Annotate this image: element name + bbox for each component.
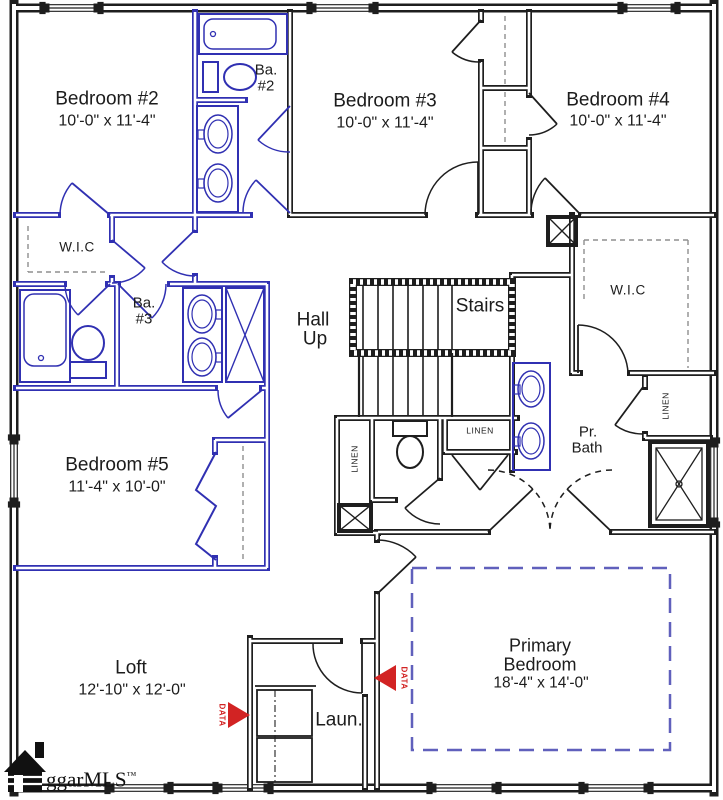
vanity-primary-bath [512,362,551,471]
shower-primary-bath [648,440,710,528]
plumbing-walls [13,9,270,571]
bedroom5-dims: 11'-4" x 10'-0" [68,478,166,496]
vanity-bath3 [182,287,223,383]
fixtures-black [255,215,710,783]
toilet-bath3 [69,325,107,379]
toilet-hall [392,420,428,469]
data-marker-right-label: DATA [399,666,409,690]
bath3-label-line2: #3 [135,310,153,328]
vanity-bath2 [196,105,239,213]
primary-bath-label-line2: Bath [571,439,603,457]
wic-left-label: W.I.C [59,239,95,255]
loft-label: Loft [115,657,147,679]
mls-logo-trademark: ™ [126,770,137,782]
data-triangle-right [374,665,396,691]
bifold-closet-doors [194,451,218,561]
mls-logo-text: ggarMLS™ [46,768,136,793]
hall-chase-box [337,503,373,533]
hall-label-line1: Hall [296,309,330,331]
bedroom3-label: Bedroom #3 [333,90,437,112]
primary-bedroom-label-line1: Primary [509,635,571,656]
primary-bedroom-label-line2: Bedroom [503,654,577,675]
shower-bath3 [225,287,265,383]
linen-hall-label: LINEN [466,425,494,436]
loft-dims: 12'-10" x 12'-0" [78,681,186,699]
bath2-label-line2: #2 [257,77,275,95]
mls-house-icon [4,742,46,792]
closet-dashed-lines [27,16,689,562]
laundry-label: Laun. [315,709,363,731]
bedroom4-label: Bedroom #4 [566,89,670,111]
bedroom4-dims: 10'-0" x 11'-4" [569,112,667,130]
data-marker-left-label: DATA [217,703,227,727]
bedroom3-dims: 10'-0" x 11'-4" [336,114,434,132]
data-markers [228,665,396,728]
linen-left-label: LINEN [349,445,360,473]
bathtub-bath2 [198,13,288,55]
data-triangle-left [228,702,250,728]
bathtub-bath3 [19,289,71,383]
doors-black [312,19,644,694]
stairs-label: Stairs [455,295,505,317]
windows [7,1,721,795]
linen-primary-label: LINEN [660,392,671,420]
mls-logo-name: ggarMLS [46,767,127,792]
washer-dryer [255,685,316,783]
double-doors-dashed [487,469,613,533]
bath2-label-line1: Ba. [254,61,278,79]
stairs-structure [349,278,516,417]
doors-blue [59,105,291,561]
chase-box [546,215,578,247]
bedroom5-label: Bedroom #5 [65,454,169,476]
primary-bath-label-line1: Pr. [578,423,598,441]
primary-bedroom-dashed-outline [410,566,672,752]
bedroom2-label: Bedroom #2 [55,88,159,110]
toilet-bath2 [202,61,257,93]
bedroom2-dims: 10'-0" x 11'-4" [58,112,156,130]
bath3-label-line1: Ba. [132,294,156,312]
bath-fixtures-blue [19,13,551,471]
primary-bedroom-dims: 18'-4" x 14'-0" [493,674,589,692]
hall-label-line2: Up [302,328,328,350]
wic-right-label: W.I.C [610,282,646,298]
exterior-walls [9,0,719,797]
interior-walls [247,9,717,791]
